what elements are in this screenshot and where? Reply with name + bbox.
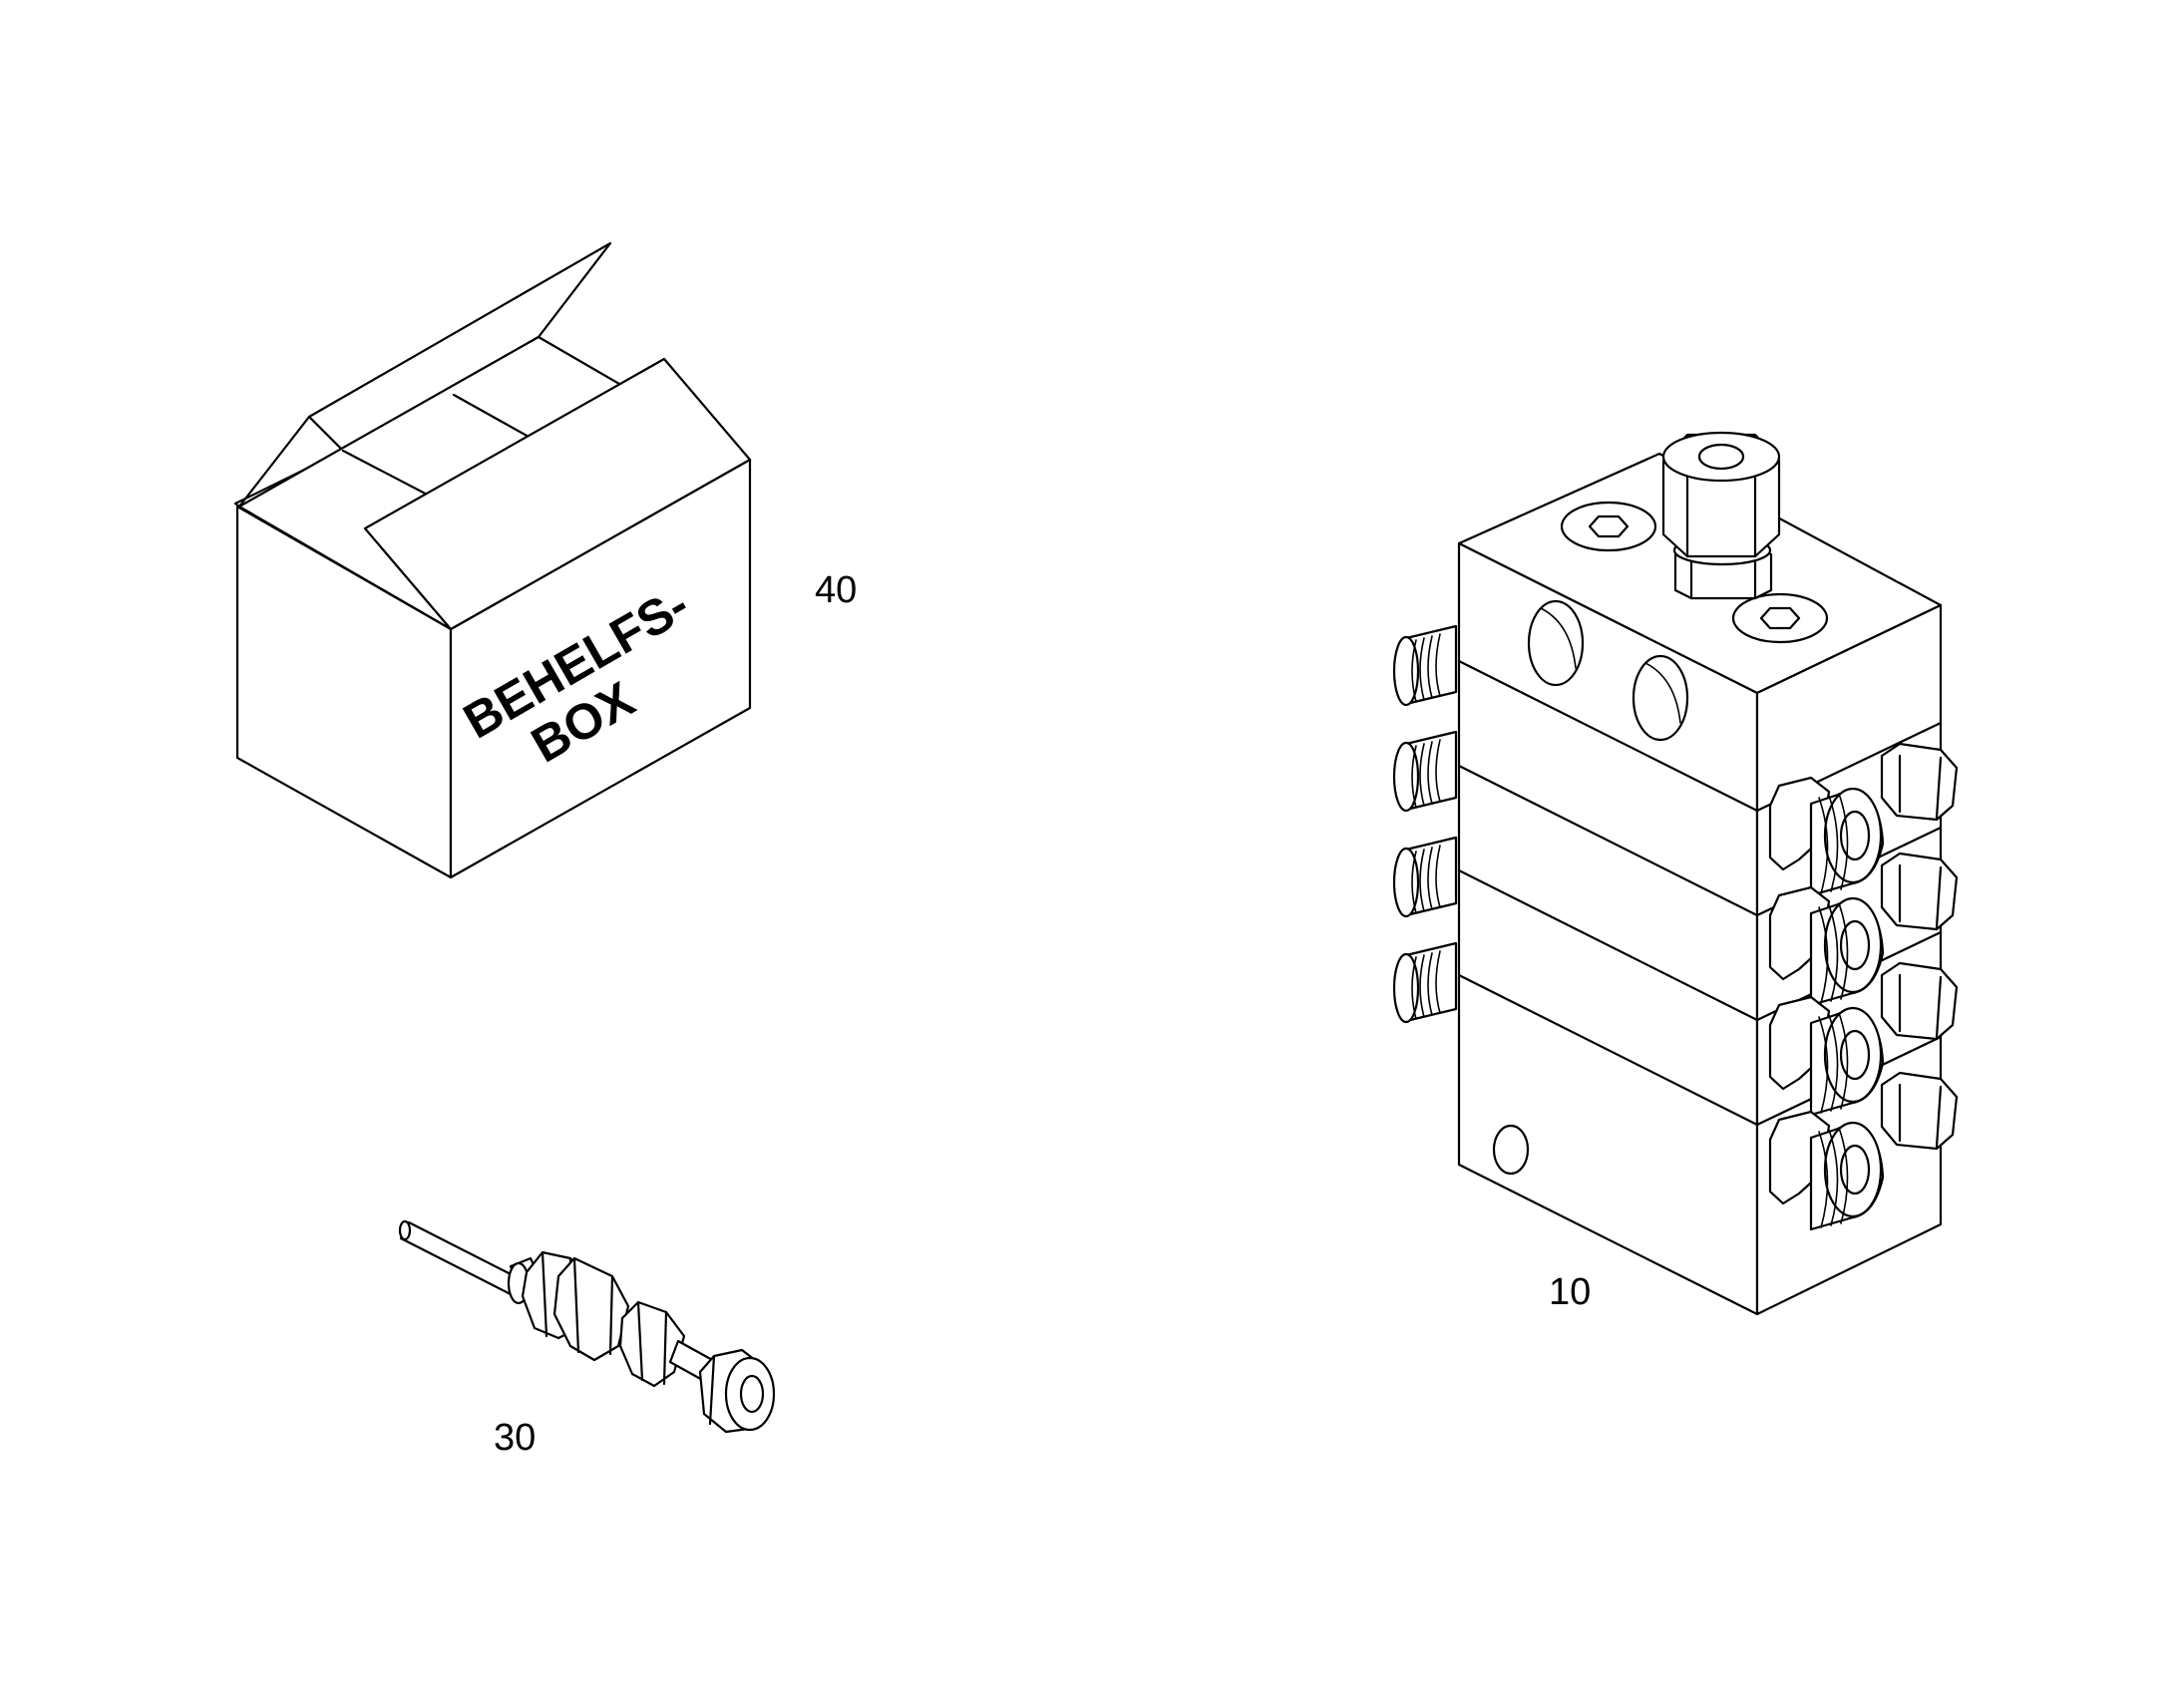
- hex-plug: [1880, 961, 1959, 1041]
- body-hex: [552, 1256, 630, 1362]
- hex-plug: [1880, 742, 1959, 822]
- left-outlet-fitting: [1392, 941, 1458, 1024]
- right-outlet-fitting: [1768, 1110, 1885, 1231]
- top-cap-screws: [1560, 501, 1829, 644]
- left-outlet-fitting: [1392, 624, 1458, 707]
- left-outlet-fitting: [1392, 836, 1458, 918]
- hex-plug: [1880, 1071, 1959, 1151]
- box-front-flap: [363, 357, 752, 631]
- callout-10: 10: [1549, 1271, 1591, 1313]
- distributor-block: [1392, 431, 1959, 1316]
- callout-40: 40: [815, 569, 857, 611]
- right-outlet-fitting: [1768, 776, 1885, 897]
- tube: [399, 1220, 521, 1296]
- hex-plug: [1880, 852, 1959, 931]
- inlet-fitting: [1661, 431, 1781, 600]
- right-outlet-fittings: [1768, 776, 1885, 1231]
- right-hex-plugs: [1880, 742, 1959, 1151]
- mounting-holes: [1492, 599, 1689, 1176]
- second-nut: [618, 1300, 686, 1388]
- right-outlet-fitting: [1768, 885, 1885, 1007]
- right-outlet-fitting: [1768, 995, 1885, 1117]
- end-nut: [698, 1348, 776, 1434]
- cardboard-box: BEHELFS- BOX: [233, 241, 752, 879]
- tube-fitting: [398, 1219, 776, 1434]
- left-outlet-fitting: [1392, 730, 1458, 813]
- left-outlet-fittings: [1392, 624, 1458, 1024]
- callout-30: 30: [494, 1417, 536, 1459]
